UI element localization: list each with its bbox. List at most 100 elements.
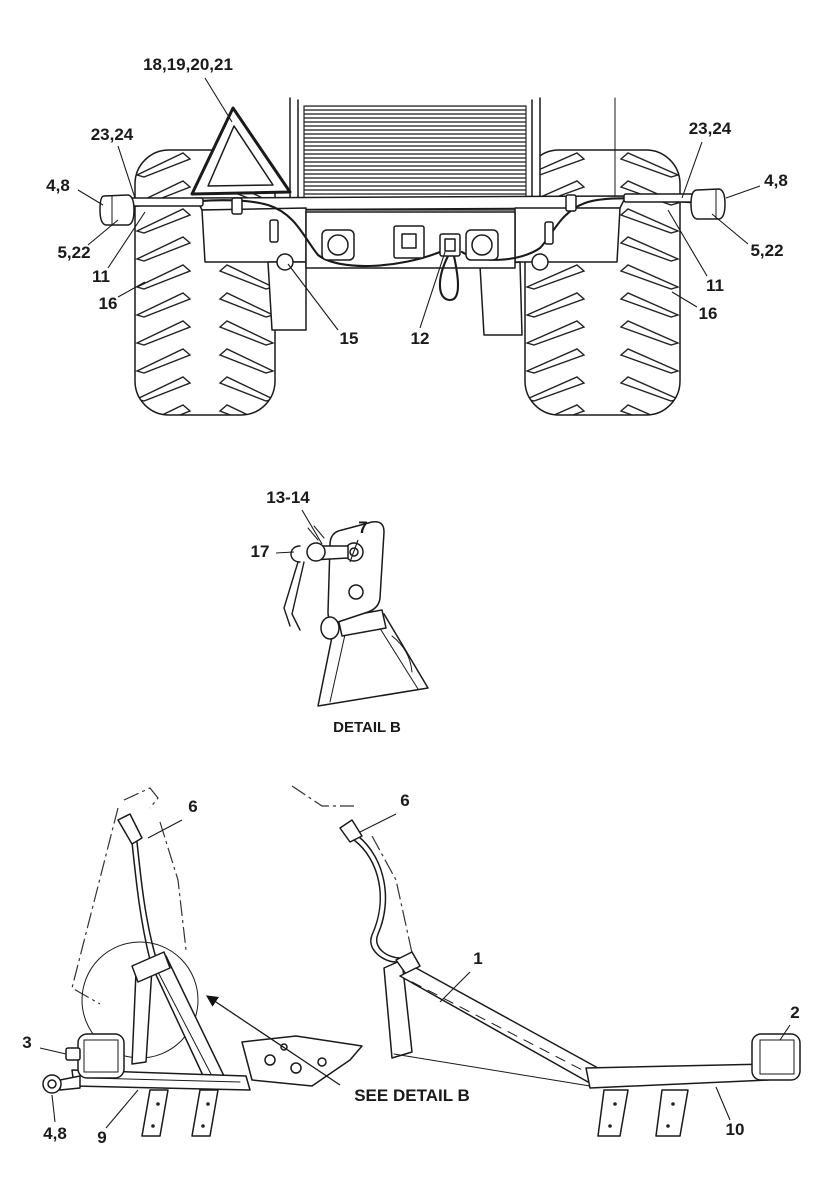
right-connector [339, 819, 363, 843]
tractor-outline-left-inner [159, 821, 187, 951]
left-bumper-block [201, 207, 307, 263]
callout-right-lamp-lower: 5,22 [750, 241, 783, 260]
right-mount-bar [585, 1063, 769, 1089]
callout-left-connector: 6 [188, 797, 197, 816]
bolt-hole [206, 1102, 210, 1106]
bolt-hole [613, 1102, 617, 1106]
left-sensor-cable [131, 841, 157, 961]
detail-b: 13-14 7 17 DETAIL B [251, 488, 429, 736]
tractor-outline-right-inner [371, 835, 415, 963]
callout-right-bracket: 10 [726, 1120, 745, 1139]
right-brace-line [393, 1053, 591, 1087]
right-side-lamp-lens [759, 1039, 795, 1075]
left-arm-front-leg-edge [157, 971, 213, 1077]
left-lower-housing [267, 261, 307, 331]
right-harness-connector [544, 221, 554, 245]
callout-right-harness: 11 [706, 276, 724, 295]
right-lower-housing [479, 261, 523, 336]
tractor-outline-left [71, 807, 119, 1005]
left-side-lamp-bracket [65, 1047, 81, 1061]
left-arm-rear-leg [131, 967, 153, 1065]
electrical-socket-face [444, 238, 456, 252]
right-rear-tire [524, 149, 681, 416]
socket-cable-loop [438, 254, 460, 302]
detail-b-title: DETAIL B [333, 719, 401, 736]
left-harness-clip [231, 197, 243, 215]
mounting-view-leader-lines [39, 813, 791, 1129]
hood-edges [289, 97, 541, 211]
hairpin-clip [283, 545, 305, 631]
left-round-lamp-lens [47, 1079, 57, 1089]
callout-left-bracket: 9 [97, 1128, 106, 1147]
detail-b-leader-lines [275, 509, 359, 563]
right-side-lamp [751, 1033, 801, 1081]
right-bracket-plate-2 [655, 1089, 689, 1137]
left-harness-connector [269, 219, 279, 243]
mounting-view: 6 6 1 2 3 4,8 9 10 SEE DETAIL B [22, 785, 801, 1147]
see-detail-arrow [206, 995, 341, 1086]
bolt-hole [156, 1102, 160, 1106]
callout-left-round-lamp: 4,8 [43, 1124, 67, 1143]
rear-view-leader-lines [77, 77, 761, 331]
callout-right-arm: 1 [473, 949, 482, 968]
left-round-lamp-stem [59, 1075, 81, 1091]
cross-pin-end [320, 616, 340, 640]
callout-left-lamp: 3 [22, 1033, 31, 1052]
callout-left-lamp-lower: 5,22 [57, 243, 90, 262]
drawbar-hole [290, 1062, 302, 1074]
smv-sign-panel [207, 125, 274, 187]
callout-right-fender: 16 [699, 304, 718, 323]
bolt-hole [666, 1124, 670, 1128]
left-connector [117, 813, 143, 845]
callout-plate: 7 [358, 518, 367, 537]
callout-left-fender: 16 [99, 294, 118, 313]
hitch-arm-tube-edges [329, 621, 419, 703]
right-work-lamp-lens [471, 234, 493, 256]
left-arm-front-leg [149, 955, 225, 1083]
pin-marks [307, 525, 325, 541]
left-side-lamp [77, 1033, 125, 1079]
tractor-outline-right [291, 785, 354, 807]
callout-reflector: 15 [340, 329, 359, 348]
callout-left-lamp: 4,8 [46, 176, 70, 195]
center-bracket-inner [401, 233, 417, 249]
radiator-grille [303, 105, 527, 211]
callout-left-harness: 11 [92, 267, 110, 286]
left-bracket-plate-1 [141, 1089, 169, 1137]
left-side-lamp-lens [83, 1039, 119, 1073]
right-warning-lamp [690, 188, 726, 220]
left-arm-top-plate [131, 951, 171, 983]
right-reflector [531, 253, 549, 271]
right-sensor-cable [353, 835, 401, 963]
right-upright-plate [383, 959, 413, 1059]
callout-socket: 12 [411, 329, 430, 348]
right-lamp-arm [623, 193, 697, 203]
right-arm-holes [411, 981, 591, 1075]
tractor-outline-left-top [123, 787, 159, 809]
see-detail-b-label: SEE DETAIL B [354, 1086, 470, 1105]
callout-pin: 13-14 [266, 488, 310, 507]
drawbar-plate [241, 1035, 363, 1087]
bolt-hole [671, 1102, 675, 1106]
left-lamp-arm [127, 197, 204, 207]
hitch-plate [327, 520, 385, 624]
callout-left-upper: 23,24 [91, 125, 134, 144]
callout-right-connector: 6 [400, 791, 409, 810]
rear-view: 18,19,20,21 23,24 4,8 5,22 11 16 15 12 2… [46, 55, 788, 416]
left-bracket-plate-2 [191, 1089, 219, 1137]
callout-right-lamp: 2 [790, 1003, 799, 1022]
left-work-lamp-lens [327, 234, 349, 256]
right-bracket-plate-1 [597, 1089, 629, 1137]
bolt-hole [201, 1124, 205, 1128]
drawbar-hole [264, 1054, 276, 1066]
right-harness-clip [565, 194, 577, 212]
pin-head [306, 542, 326, 562]
callout-smv-sign: 18,19,20,21 [143, 55, 233, 74]
callout-right-lamp: 4,8 [764, 171, 788, 190]
hitch-plate-lower-hole [348, 584, 364, 600]
bolt-hole [608, 1124, 612, 1128]
drawbar-hole [317, 1057, 327, 1067]
bolt-hole [151, 1124, 155, 1128]
right-arm-tube [399, 967, 599, 1083]
